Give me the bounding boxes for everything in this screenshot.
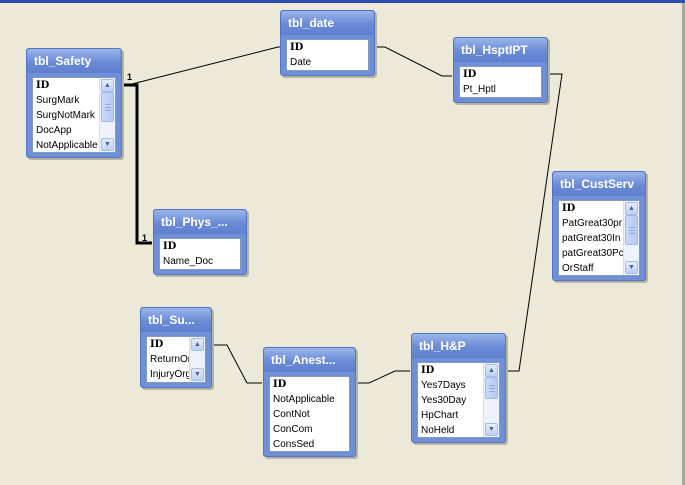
field-id[interactable]: ID xyxy=(562,203,576,214)
relationship-line-su-anest[interactable] xyxy=(212,344,262,384)
relationship-one-label-phys: 1 xyxy=(142,233,147,243)
scroll-up-icon[interactable]: ▲ xyxy=(625,202,638,215)
field-concom[interactable]: ConCom xyxy=(273,424,313,435)
scroll-thumb[interactable] xyxy=(485,377,498,399)
table-window-su[interactable]: tbl_Su... ID ReturnOr InjuryOrg ▲ ▼ xyxy=(140,307,212,388)
field-notapplicable[interactable]: NotApplicable xyxy=(36,140,98,151)
table-window-hsptipt[interactable]: tbl_HsptIPT ID Pt_Hptl xyxy=(453,37,548,103)
field-date[interactable]: Date xyxy=(290,57,312,68)
field-orstaff[interactable]: OrStaff xyxy=(562,263,594,274)
field-yes7days[interactable]: Yes7Days xyxy=(421,380,466,391)
scroll-down-icon[interactable]: ▼ xyxy=(625,261,638,274)
relationship-line-anest-hp[interactable] xyxy=(354,370,410,384)
scroll-up-icon[interactable]: ▲ xyxy=(191,338,204,351)
field-notapplicable[interactable]: NotApplicable xyxy=(273,394,335,405)
table-window-hp[interactable]: tbl_H&P ID Yes7Days Yes30Day HpChart NoH… xyxy=(411,333,506,443)
field-conssed[interactable]: ConsSed xyxy=(273,439,315,450)
scrollbar-custserv[interactable]: ▲ ▼ xyxy=(623,201,639,275)
scroll-down-icon[interactable]: ▼ xyxy=(191,368,204,381)
field-noheld[interactable]: NoHeld xyxy=(421,425,455,436)
field-id[interactable]: ID xyxy=(36,80,50,91)
relationship-line-hsptipt-hp[interactable] xyxy=(505,73,563,372)
field-list-hp: ID Yes7Days Yes30Day HpChart NoHeld ▲ ▼ xyxy=(417,362,500,438)
table-window-phys[interactable]: tbl_Phys_... ID Name_Doc xyxy=(153,209,247,275)
scrollbar-su[interactable]: ▲ ▼ xyxy=(189,337,205,382)
field-id[interactable]: ID xyxy=(150,339,164,350)
table-title-hp[interactable]: tbl_H&P xyxy=(412,334,505,358)
scroll-up-icon[interactable]: ▲ xyxy=(101,79,114,92)
table-title-safety[interactable]: tbl_Safety xyxy=(27,49,121,73)
field-yes30day[interactable]: Yes30Day xyxy=(421,395,467,406)
field-surgmark[interactable]: SurgMark xyxy=(36,95,80,106)
field-id[interactable]: ID xyxy=(463,69,477,80)
field-surgnotmark[interactable]: SurgNotMark xyxy=(36,110,95,121)
table-title-date[interactable]: tbl_date xyxy=(281,11,374,35)
field-contnot[interactable]: ContNot xyxy=(273,409,310,420)
scrollbar-hp[interactable]: ▲ ▼ xyxy=(483,363,499,437)
field-name-doc[interactable]: Name_Doc xyxy=(163,256,214,267)
table-title-phys[interactable]: tbl_Phys_... xyxy=(154,210,246,234)
field-injuryorg[interactable]: InjuryOrg xyxy=(150,369,192,380)
field-list-anest: ID NotApplicable ContNot ConCom ConsSed xyxy=(269,376,350,452)
field-id[interactable]: ID xyxy=(273,379,287,390)
relationship-lines: 1 1 xyxy=(122,46,563,384)
field-pt-hptl[interactable]: Pt_Hptl xyxy=(463,84,496,95)
field-hpchart[interactable]: HpChart xyxy=(421,410,459,421)
field-list-su: ID ReturnOr InjuryOrg ▲ ▼ xyxy=(146,336,206,383)
field-list-hsptipt: ID Pt_Hptl xyxy=(459,66,542,98)
scrollbar-safety[interactable]: ▲ ▼ xyxy=(99,78,115,152)
field-list-custserv: ID PatGreat30pr patGreat30In patGreat30P… xyxy=(558,200,640,276)
field-id[interactable]: ID xyxy=(421,365,435,376)
scroll-thumb[interactable] xyxy=(625,215,638,245)
relationship-line-date-hsptipt[interactable] xyxy=(374,46,452,77)
table-title-custserv[interactable]: tbl_CustServ xyxy=(553,172,645,196)
relationship-one-label-date: 1 xyxy=(127,72,132,82)
field-patgreat30pc[interactable]: patGreat30Pc xyxy=(562,248,624,259)
scroll-thumb[interactable] xyxy=(101,92,114,122)
table-window-safety[interactable]: tbl_Safety ID SurgMark SurgNotMark DocAp… xyxy=(26,48,122,158)
table-title-hsptipt[interactable]: tbl_HsptIPT xyxy=(454,38,547,62)
relationship-line-safety-phys[interactable] xyxy=(122,83,152,245)
field-id[interactable]: ID xyxy=(290,42,304,53)
relationship-line-safety-date[interactable] xyxy=(122,46,288,85)
window-edge xyxy=(682,3,685,485)
table-window-anest[interactable]: tbl_Anest... ID NotApplicable ContNot Co… xyxy=(263,347,356,457)
scroll-down-icon[interactable]: ▼ xyxy=(485,423,498,436)
table-window-date[interactable]: tbl_date ID Date xyxy=(280,10,375,76)
table-window-custserv[interactable]: tbl_CustServ ID PatGreat30pr patGreat30I… xyxy=(552,171,646,281)
field-returnor[interactable]: ReturnOr xyxy=(150,354,192,365)
field-list-safety: ID SurgMark SurgNotMark DocApp NotApplic… xyxy=(32,77,116,153)
scroll-down-icon[interactable]: ▼ xyxy=(101,138,114,151)
field-patgreat30pr[interactable]: PatGreat30pr xyxy=(562,218,623,229)
scroll-up-icon[interactable]: ▲ xyxy=(485,364,498,377)
field-patgreat30in[interactable]: patGreat30In xyxy=(562,233,621,244)
table-title-anest[interactable]: tbl_Anest... xyxy=(264,348,355,372)
table-title-su[interactable]: tbl_Su... xyxy=(141,308,211,332)
field-id[interactable]: ID xyxy=(163,241,177,252)
field-list-date: ID Date xyxy=(286,39,369,71)
field-list-phys: ID Name_Doc xyxy=(159,238,241,270)
field-docapp[interactable]: DocApp xyxy=(36,125,72,136)
